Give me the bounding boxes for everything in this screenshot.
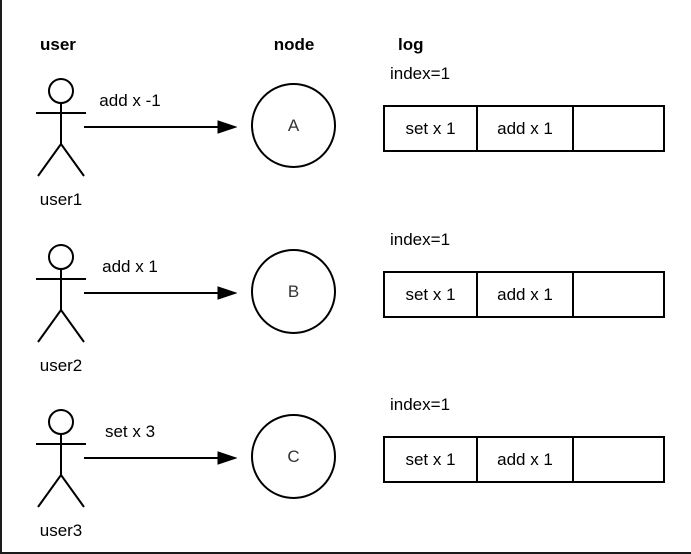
right-arrow-icon [84,286,237,300]
message-label: add x -1 [99,91,161,110]
log-table: set x 1 add x 1 [383,436,665,483]
log-index-label: index=1 [390,395,451,414]
user-name-label: user3 [39,521,83,540]
node-label: B [287,281,300,301]
message-label: add x 1 [102,257,158,276]
stick-figure-actor-icon [36,409,86,508]
log-index-label: index=1 [390,230,451,249]
right-arrow-icon [84,120,237,134]
log-cell-empty [574,107,663,150]
diagram-row-user1: user1 add x -1 A index=1 set x 1 add x 1 [0,60,691,225]
right-arrow-icon [84,451,237,465]
stick-figure-actor-icon [36,78,86,177]
node-label: C [287,446,300,466]
node-circle: B [251,249,336,334]
node-label: A [287,115,300,135]
diagram-row-user2: user2 add x 1 B index=1 set x 1 add x 1 [0,226,691,391]
column-header-user: user [40,35,76,54]
user-name-label: user2 [39,356,83,375]
column-header-node: node [273,35,315,54]
page-edge-left [0,0,2,554]
diagram-row-user3: user3 set x 3 C index=1 set x 1 add x 1 [0,391,691,554]
log-cell-empty [574,273,663,316]
log-index-label: index=1 [390,64,451,83]
log-cell: add x 1 [478,107,574,150]
log-cell-empty [574,438,663,481]
log-cell: set x 1 [385,438,478,481]
message-label: set x 3 [104,422,156,441]
log-table: set x 1 add x 1 [383,105,665,152]
column-header-log: log [398,35,424,54]
log-table: set x 1 add x 1 [383,271,665,318]
log-cell: add x 1 [478,273,574,316]
log-cell: set x 1 [385,107,478,150]
log-cell: add x 1 [478,438,574,481]
node-circle: A [251,83,336,168]
log-cell: set x 1 [385,273,478,316]
page-edge-bottom [0,552,691,554]
node-circle: C [251,414,336,499]
stick-figure-actor-icon [36,244,86,343]
user-name-label: user1 [39,190,83,209]
